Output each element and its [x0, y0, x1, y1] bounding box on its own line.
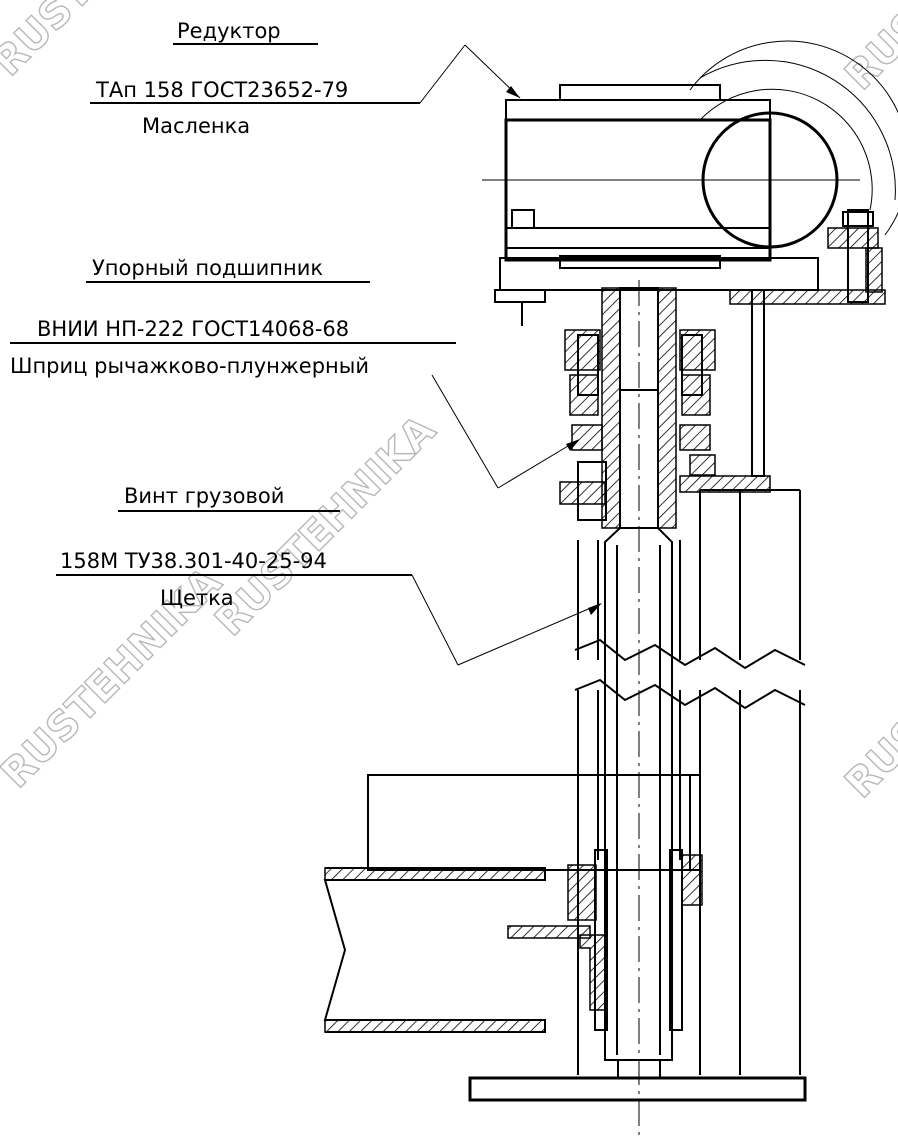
callout-screw: Винт грузовой 158М ТУ38.301-40-25-94 Щет… [56, 484, 602, 666]
label-reducer-title: Редуктор [177, 19, 281, 43]
watermark-text: RUSTEHNIKA [837, 0, 898, 99]
label-screw-spec: 158М ТУ38.301-40-25-94 [60, 549, 327, 573]
watermark-text: RUSTEHNIKA [207, 407, 445, 645]
label-oiler: Масленка [142, 114, 250, 138]
label-screw-title: Винт грузовой [124, 484, 284, 508]
reducer-assembly [482, 40, 898, 326]
base-frame [323, 774, 807, 1102]
label-bearing-spec: ВНИИ НП-222 ГОСТ14068-68 [37, 317, 349, 341]
label-reducer-spec: ТАп 158 ГОСТ23652-79 [95, 78, 348, 102]
callout-reducer: Редуктор ТАп 158 ГОСТ23652-79 Масленка [90, 19, 521, 138]
label-grease-gun: Шприц рычажково-плунжерный [10, 354, 369, 378]
bearing-housing [559, 287, 771, 529]
callout-bearing: Упорный подшипник ВНИИ НП-222 ГОСТ14068-… [10, 256, 580, 489]
label-bearing-title: Упорный подшипник [92, 256, 323, 280]
label-brush: Щетка [160, 586, 234, 610]
watermark-text: RUSTEHNIKA [837, 569, 898, 807]
